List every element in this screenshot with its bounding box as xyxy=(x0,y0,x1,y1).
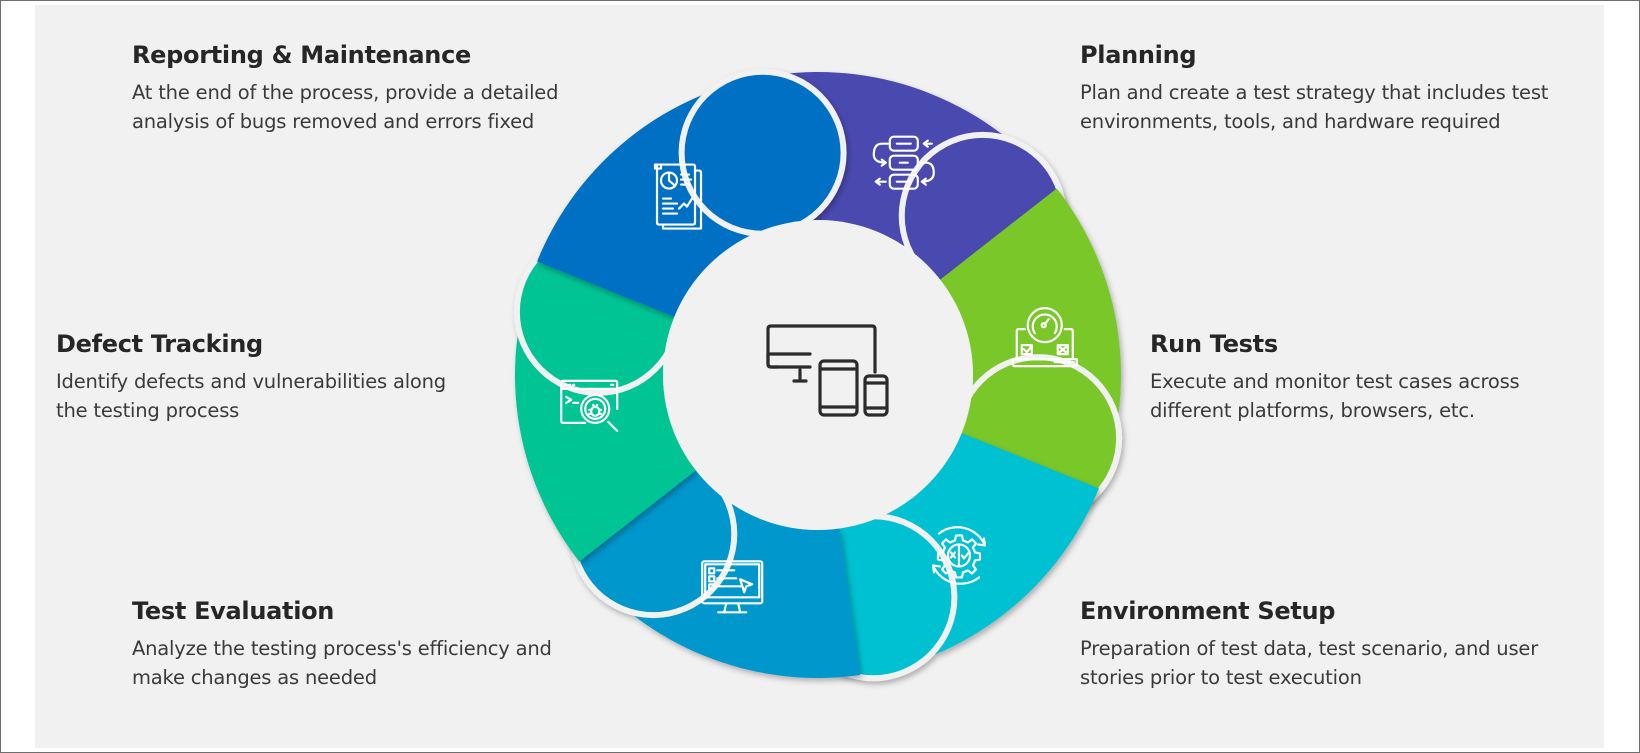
step-title: Reporting & Maintenance xyxy=(132,41,471,69)
segment-reporting-maintenance xyxy=(537,68,847,317)
step-description: Plan and create a test strategy that inc… xyxy=(1080,81,1549,133)
segment-head xyxy=(684,74,841,231)
step-environment-setup: Environment Setup Preparation of test da… xyxy=(1080,596,1538,692)
step-title: Defect Tracking xyxy=(56,330,263,358)
workflow-icon xyxy=(872,135,935,190)
laptop-gauge-icon xyxy=(1011,307,1078,368)
monitor-checklist-icon xyxy=(701,560,764,614)
devices-icon xyxy=(766,324,889,417)
step-title: Test Evaluation xyxy=(132,597,335,625)
report-document-icon xyxy=(653,163,703,230)
step-title: Planning xyxy=(1080,41,1197,69)
gear-cycle-icon xyxy=(931,526,987,585)
step-description: Analyze the testing process's efficiency… xyxy=(132,637,552,689)
step-description: Preparation of test data, test scenario,… xyxy=(1080,637,1539,689)
step-description: Identify defects and vulnerabilities alo… xyxy=(56,370,446,422)
step-reporting-maintenance: Reporting & Maintenance At the end of th… xyxy=(132,40,558,136)
step-run-tests: Run Tests Execute and monitor test cases… xyxy=(1150,329,1520,425)
step-description: At the end of the process, provide a det… xyxy=(132,81,559,133)
step-planning: Planning Plan and create a test strategy… xyxy=(1080,40,1548,136)
step-title: Run Tests xyxy=(1150,330,1278,358)
step-defect-tracking: Defect Tracking Identify defects and vul… xyxy=(56,329,446,425)
step-title: Environment Setup xyxy=(1080,597,1336,625)
step-test-evaluation: Test Evaluation Analyze the testing proc… xyxy=(132,596,552,692)
bug-search-icon xyxy=(560,379,619,432)
center-circle xyxy=(663,220,973,530)
